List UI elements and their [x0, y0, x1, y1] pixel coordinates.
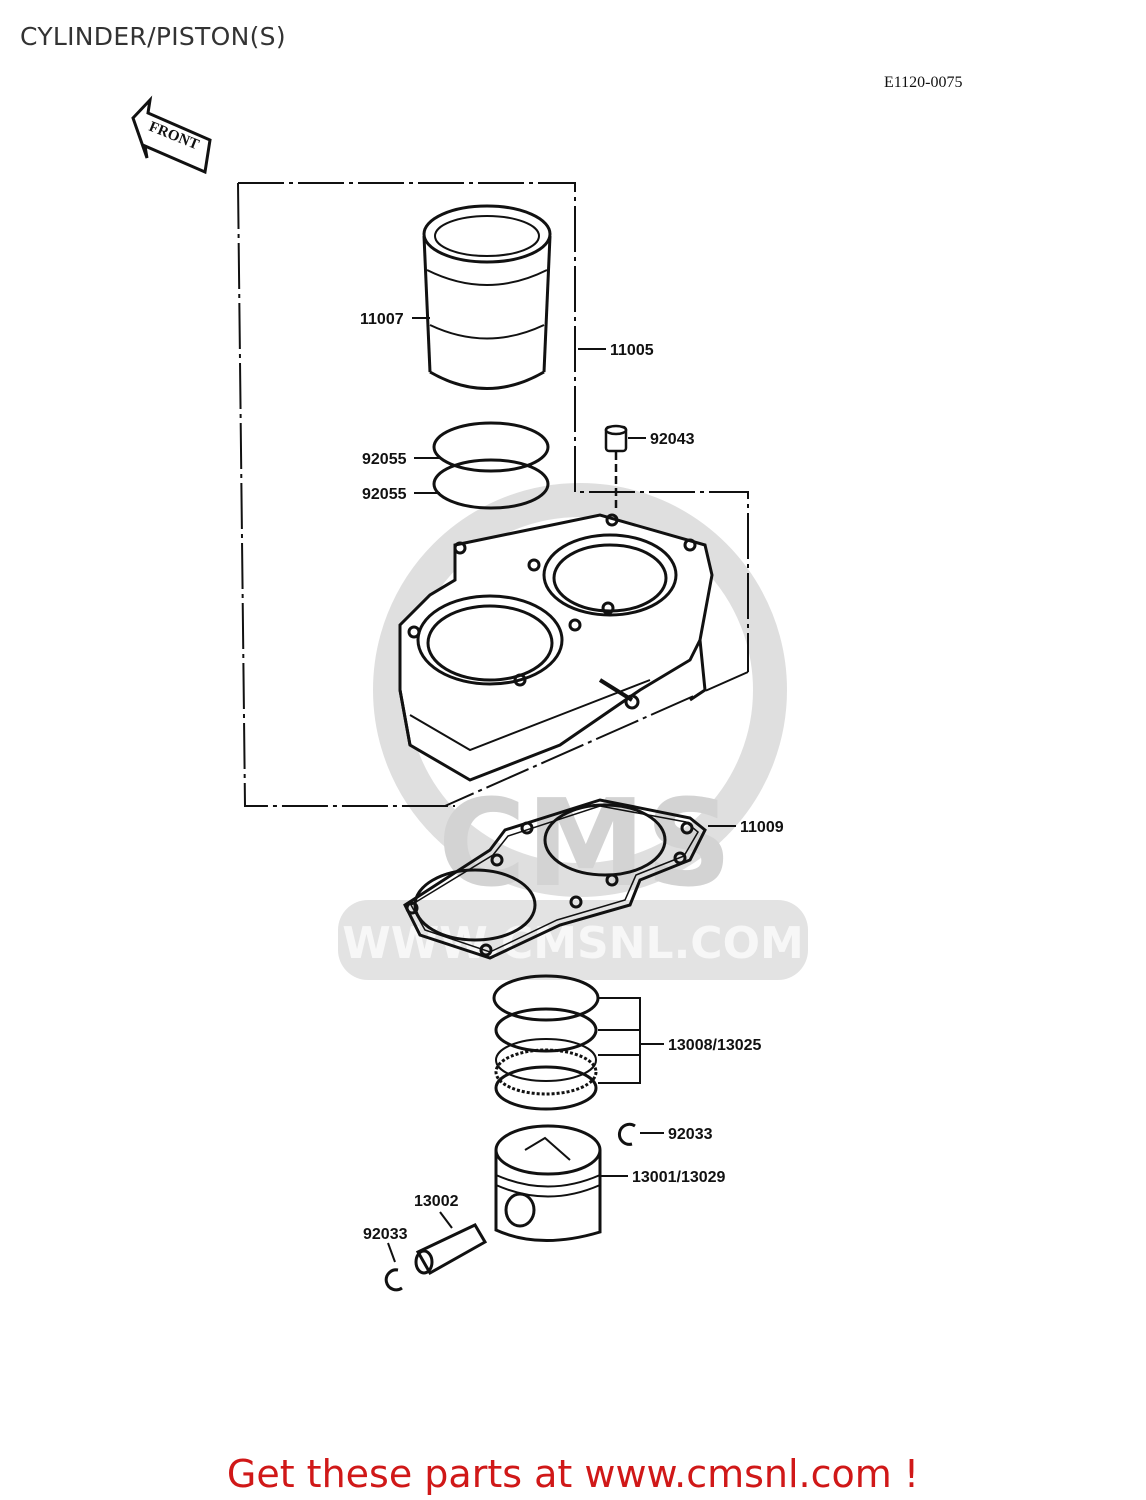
watermark-logo-text: CMS	[438, 775, 732, 914]
cylinder-block	[398, 513, 714, 782]
part-labels: 11007 11005 92043 92055 92055 11009 1300…	[360, 311, 784, 1243]
front-arrow: FRONT	[131, 95, 212, 175]
page-title: CYLINDER/PISTON(S)	[20, 22, 286, 51]
part-label-11007: 11007	[360, 311, 404, 328]
dowel-pin	[604, 424, 628, 512]
part-label-92055-upper: 92055	[362, 451, 407, 468]
part-label-13001-13029: 13001/13029	[632, 1169, 726, 1186]
part-label-92033-left: 92033	[363, 1226, 408, 1243]
head-gasket	[403, 798, 707, 960]
leader-lines	[387, 317, 736, 1263]
part-label-13002: 13002	[414, 1193, 459, 1210]
watermark-banner	[338, 900, 808, 980]
cta-footer-link[interactable]: Get these parts at www.cmsnl.com !	[226, 1452, 920, 1496]
piston	[494, 1124, 602, 1243]
piston-rings	[492, 974, 641, 1111]
assembly-bracket	[237, 182, 749, 807]
part-label-11005: 11005	[610, 342, 654, 359]
cylinder-sleeve	[422, 204, 552, 390]
watermark-url: WWW.CMSNL.COM	[342, 918, 804, 969]
part-label-13008-13025: 13008/13025	[668, 1037, 762, 1054]
o-rings	[432, 421, 550, 510]
watermark-logo-ring	[373, 483, 787, 897]
watermark: CMS WWW.CMSNL.COM	[338, 483, 808, 980]
exploded-view-diagram: CMS WWW.CMSNL.COM FRONT	[131, 95, 808, 1292]
piston-pin	[414, 1223, 488, 1276]
diagram-code: E1120-0075	[884, 74, 963, 91]
part-label-92033-right: 92033	[668, 1126, 713, 1143]
part-label-92055-lower: 92055	[362, 486, 407, 503]
part-label-92043: 92043	[650, 431, 695, 448]
part-label-11009: 11009	[740, 819, 784, 836]
circlips	[384, 1122, 636, 1292]
